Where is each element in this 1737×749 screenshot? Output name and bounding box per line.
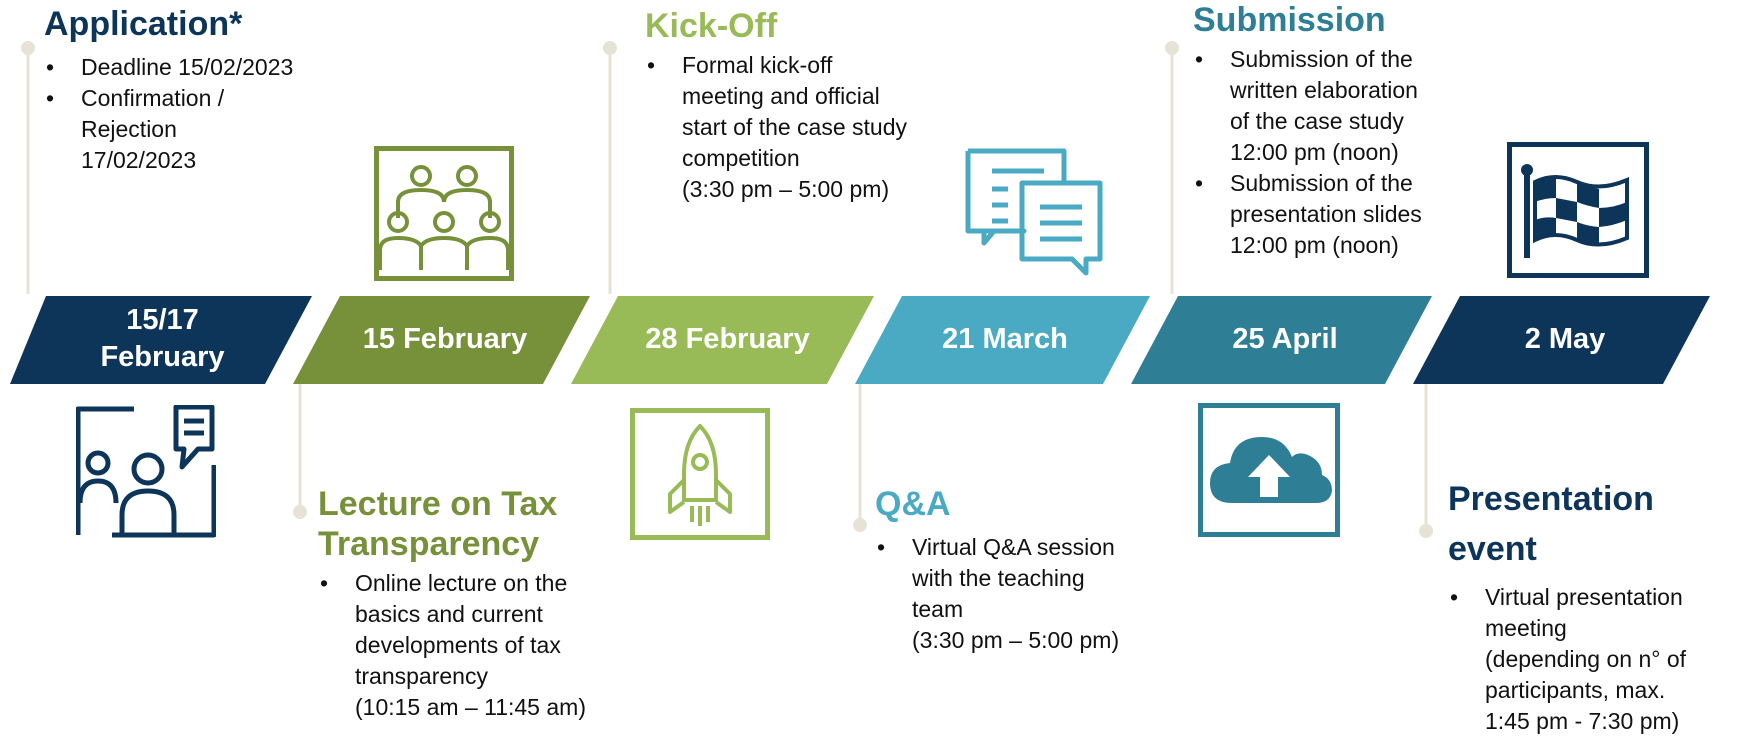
flag-icon	[1507, 142, 1649, 278]
milestone-application: Application* Deadline 15/02/2023 Confirm…	[44, 4, 293, 176]
segment-shape-3	[571, 296, 874, 384]
detail-item: Virtual presentation meeting (depending …	[1448, 582, 1686, 737]
milestone-details: Deadline 15/02/2023 Confirmation / Rejec…	[44, 52, 293, 176]
milestone-kickoff: Kick-Off Formal kick-off meeting and off…	[645, 6, 907, 205]
milestone-details: Online lecture on the basics and current…	[318, 568, 586, 723]
segment-label-6: 2 May	[1524, 322, 1606, 355]
milestone-presentation: Presentation event Virtual presentation …	[1448, 474, 1686, 737]
milestone-details: Submission of the written elaboration of…	[1193, 44, 1422, 261]
milestone-title: Q&A	[875, 485, 951, 523]
title-line: event	[1448, 530, 1537, 568]
title-line: Presentation	[1448, 480, 1654, 518]
milestone-title: Presentation event	[1448, 474, 1686, 574]
segment-label-5: 25 April	[1232, 322, 1338, 355]
milestone-details: Formal kick-off meeting and official sta…	[645, 50, 907, 205]
detail-item: Confirmation / Rejection 17/02/2023	[44, 83, 293, 176]
detail-item: Formal kick-off meeting and official sta…	[645, 50, 907, 205]
rocket-icon	[630, 408, 770, 540]
milestone-details: Virtual presentation meeting (depending …	[1448, 582, 1686, 737]
consultation-icon	[76, 405, 216, 538]
segment-shape-1	[10, 296, 312, 384]
segment-shape-2	[293, 296, 590, 384]
title-line: Lecture on Tax	[318, 485, 558, 523]
milestone-title: Submission	[1193, 1, 1386, 39]
detail-item: Submission of the written elaboration of…	[1193, 44, 1422, 168]
milestone-lecture: Lecture on Tax Transparency Online lectu…	[318, 484, 586, 723]
segment-shape-4	[855, 296, 1150, 384]
milestone-details: Virtual Q&A session with the teaching te…	[875, 532, 1119, 656]
detail-item: Virtual Q&A session with the teaching te…	[875, 532, 1119, 656]
segment-label-1: 15/17 February	[100, 304, 225, 373]
segment-label-4: 21 March	[942, 322, 1068, 355]
cloud-upload-icon	[1198, 403, 1340, 537]
segment-label-2: 15 February	[362, 322, 528, 355]
detail-item: Submission of the presentation slides 12…	[1193, 168, 1422, 261]
team-icon	[374, 146, 514, 281]
milestone-qa: Q&A Virtual Q&A session with the teachin…	[875, 484, 1119, 656]
milestone-title: Application*	[44, 5, 243, 43]
chat-icon	[965, 148, 1103, 276]
segment-shape-6	[1413, 296, 1710, 384]
milestone-submission: Submission Submission of the written ela…	[1193, 0, 1422, 261]
segment-shape-5	[1131, 296, 1432, 384]
title-line: Transparency	[318, 525, 540, 563]
detail-item: Deadline 15/02/2023	[44, 52, 293, 83]
segment-label-3: 28 February	[645, 322, 810, 355]
milestone-title: Kick-Off	[645, 7, 778, 45]
detail-item: Online lecture on the basics and current…	[318, 568, 586, 723]
milestone-title: Lecture on Tax Transparency	[318, 484, 586, 564]
